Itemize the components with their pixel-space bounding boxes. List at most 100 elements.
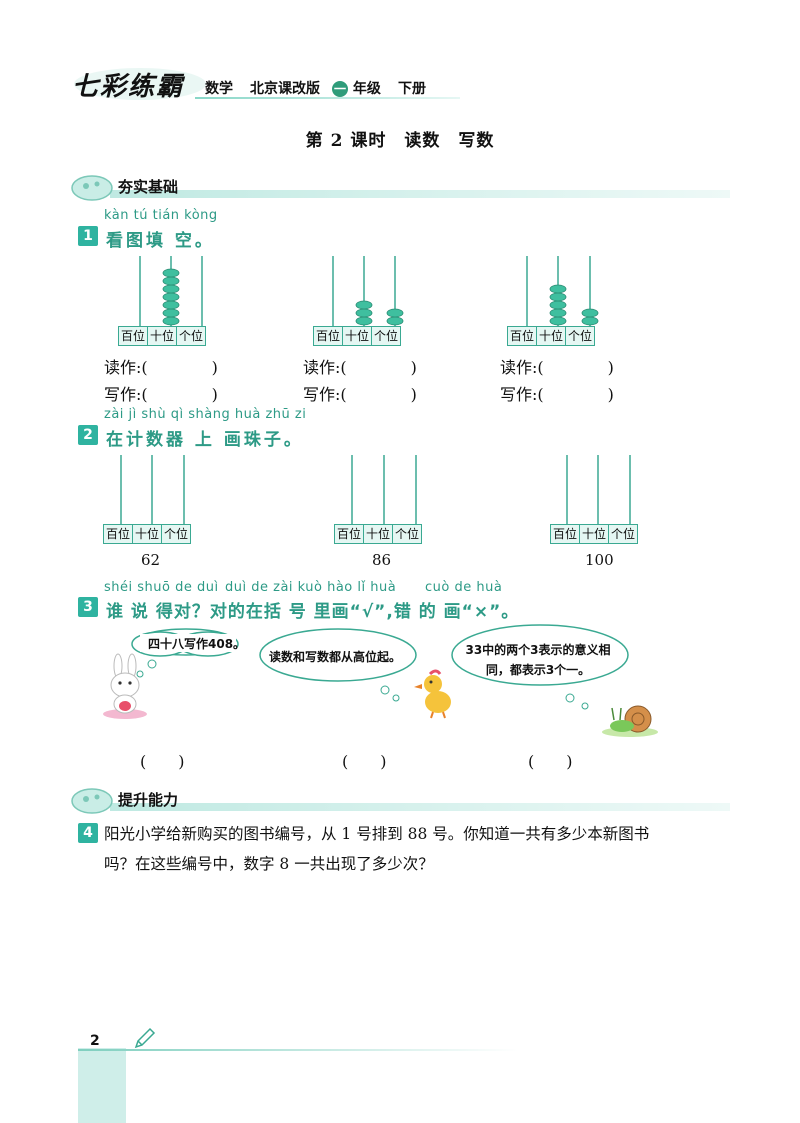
lesson-title: 第 2 课时 读数 写数 <box>305 131 495 151</box>
place-tens: 十位 <box>364 525 394 543</box>
q4-line-2: 吗？在这些编号中，数字 8 一共出现了多少次？ <box>104 855 434 873</box>
q3-answer-3[interactable]: ( ) <box>528 752 573 771</box>
header-divider <box>195 97 460 99</box>
place-ones: 个位 <box>611 527 636 541</box>
q1-text: 看图填 空。 <box>106 231 215 251</box>
q2-number: 2 <box>78 425 98 445</box>
abacus-bead <box>581 316 599 326</box>
place-tens: 十位 <box>580 525 610 543</box>
q1-read-blank-3[interactable]: 读作:( ) <box>500 358 614 377</box>
q1-write-blank-2[interactable]: 写作:( ) <box>303 385 417 404</box>
snail-icon <box>602 705 658 737</box>
q1-pinyin: kàn tú tián kòng <box>104 208 218 223</box>
abacus-bead <box>162 276 180 286</box>
q2-text: 在计数器 上 画珠子。 <box>106 430 304 450</box>
q2-place-box-3: 百位 十位 个位 <box>550 524 639 544</box>
abacus-bead <box>162 316 180 326</box>
section-bar <box>110 190 730 198</box>
decorative-cloud-icon <box>71 175 113 201</box>
abacus-bead <box>355 300 373 310</box>
place-hundreds: 百位 <box>551 525 581 543</box>
abacus-bead <box>162 284 180 294</box>
section-title: 夯实基础 <box>118 178 179 196</box>
abacus-bead <box>355 308 373 318</box>
place-hundreds: 百位 <box>335 525 365 543</box>
place-tens: 十位 <box>133 525 163 543</box>
q2-number-3: 100 <box>585 551 614 569</box>
q1-place-box-1: 百位 十位 个位 <box>118 326 207 346</box>
thought-cloud-3 <box>451 624 629 710</box>
abacus-bead <box>549 292 567 302</box>
q1-place-box-3: 百位 十位 个位 <box>507 326 596 346</box>
q3-answer-2[interactable]: ( ) <box>342 752 387 771</box>
place-ones: 个位 <box>568 329 593 343</box>
brand-title: 七彩练霸 <box>72 72 185 102</box>
q1-read-blank-1[interactable]: 读作:( ) <box>104 358 218 377</box>
abacus-bead <box>162 292 180 302</box>
footer-divider <box>78 1049 518 1051</box>
place-hundreds: 百位 <box>314 327 344 345</box>
page-number: 2 <box>90 1033 100 1049</box>
place-ones: 个位 <box>179 329 204 343</box>
place-hundreds: 百位 <box>104 525 134 543</box>
statement-3: 33中的两个3表示的意义相同，都表示3个一。 <box>465 643 611 677</box>
section-banner-basics: 夯实基础 <box>70 172 730 202</box>
thought-cloud-2 <box>259 628 417 702</box>
q1-place-box-2: 百位 十位 个位 <box>313 326 402 346</box>
abacus-bead <box>355 316 373 326</box>
q1-write-blank-1[interactable]: 写作:( ) <box>104 385 218 404</box>
abacus-bead <box>386 308 404 318</box>
decorative-cloud-icon <box>71 788 113 814</box>
place-ones: 个位 <box>164 527 189 541</box>
thought-cloud-1 <box>131 628 239 678</box>
q3-answer-1[interactable]: ( ) <box>140 752 185 771</box>
grade-indicator: 一 年级 <box>332 78 381 98</box>
place-tens: 十位 <box>343 327 373 345</box>
footer-tab <box>78 1048 126 1123</box>
abacus-bead <box>162 308 180 318</box>
abacus-bead <box>386 316 404 326</box>
volume-label: 下册 <box>398 81 426 97</box>
statement-1: 四十八写作408。 <box>148 637 246 651</box>
abacus-bead <box>162 300 180 310</box>
brand-logo <box>70 62 210 102</box>
q2-place-box-2: 百位 十位 个位 <box>334 524 423 544</box>
q1-write-blank-3[interactable]: 写作:( ) <box>500 385 614 404</box>
q2-number-2: 86 <box>372 551 392 569</box>
q4-number: 4 <box>78 823 98 843</box>
q4-line-1: 阳光小学给新购买的图书编号，从 1 号排到 88 号。你知道一共有多少本新图书 <box>104 825 650 843</box>
grade-digit: 一 <box>332 81 348 97</box>
q3-pinyin-1: shéi shuō de duì <box>104 580 219 595</box>
section-banner-advanced: 提升能力 <box>70 785 730 815</box>
q3-number: 3 <box>78 597 98 617</box>
place-ones: 个位 <box>374 329 399 343</box>
place-tens: 十位 <box>148 327 178 345</box>
place-ones: 个位 <box>395 527 420 541</box>
q3-text: 谁 说 得对？对的在括 号 里画“√”,错 的 画“×”。 <box>106 602 520 622</box>
abacus-bead <box>549 284 567 294</box>
q2-place-box-1: 百位 十位 个位 <box>103 524 192 544</box>
q3-pinyin-2: duì de zài kuò hào lǐ huà <box>225 580 397 595</box>
q3-pinyin-3: cuò de huà <box>425 580 503 595</box>
abacus-bead <box>549 308 567 318</box>
place-hundreds: 百位 <box>508 327 538 345</box>
rabbit-icon <box>103 653 147 719</box>
grade-label: 年级 <box>352 81 381 97</box>
duck-icon <box>414 669 451 719</box>
abacus-bead <box>549 300 567 310</box>
abacus-bead <box>581 308 599 318</box>
section-bar <box>110 803 730 811</box>
q1-read-blank-2[interactable]: 读作:( ) <box>303 358 417 377</box>
abacus-bead <box>549 316 567 326</box>
place-hundreds: 百位 <box>119 327 149 345</box>
subject-label: 数学 <box>205 81 233 97</box>
pencil-icon <box>134 1027 156 1049</box>
q1-number: 1 <box>78 226 98 246</box>
abacus-bead <box>162 268 180 278</box>
section-title: 提升能力 <box>118 791 179 809</box>
q2-pinyin: zài jì shù qì shàng huà zhū zi <box>104 407 307 422</box>
statement-2: 读数和写数都从高位起。 <box>269 650 402 664</box>
q3-illustration <box>103 624 658 737</box>
place-tens: 十位 <box>537 327 567 345</box>
